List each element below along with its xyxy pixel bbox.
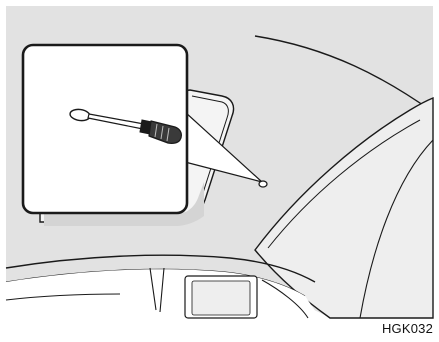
rear-view-mirror-glass: [192, 281, 250, 315]
emergency-opening-hole: [259, 181, 267, 187]
magnified-inset: [23, 45, 187, 213]
figure-code-label: HGK032: [382, 321, 433, 336]
